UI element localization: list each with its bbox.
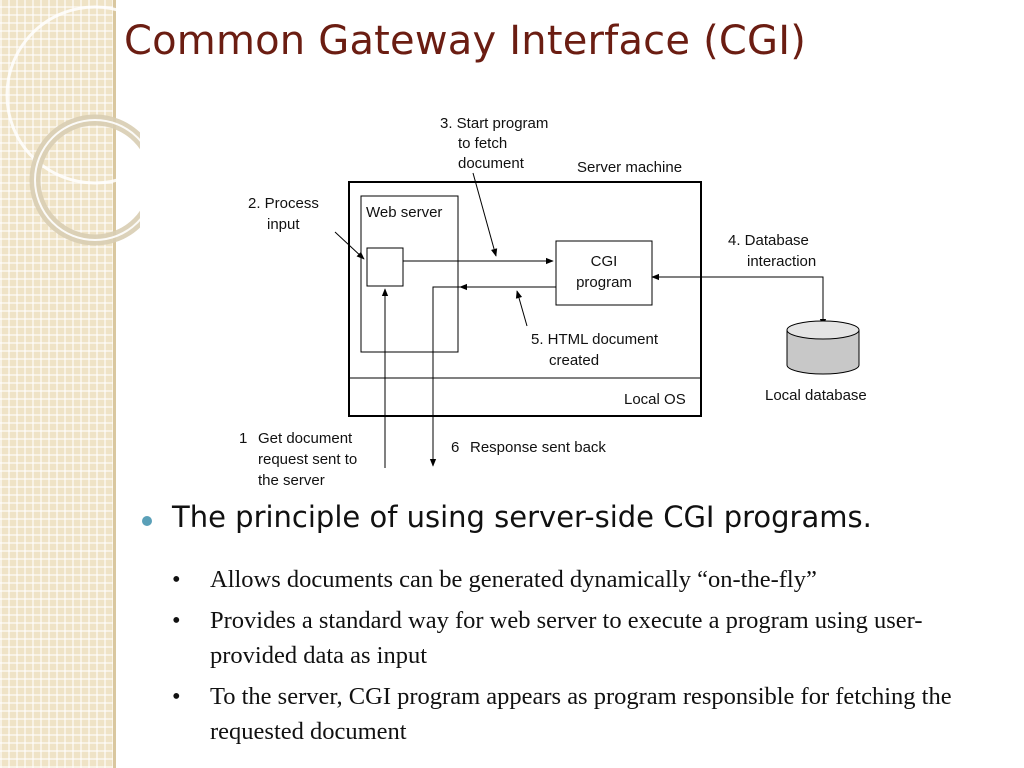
local-os-label: Local OS xyxy=(624,391,686,408)
sub-bullet-marker: • xyxy=(172,683,181,710)
decorative-rings xyxy=(5,5,140,246)
bullet-dot-icon xyxy=(142,516,152,526)
step3-label-line1: 3. Start program xyxy=(440,115,548,132)
sub-bullet-list: • Allows documents can be generated dyna… xyxy=(172,562,992,755)
local-database-label: Local database xyxy=(765,387,867,404)
response-arrow xyxy=(429,286,460,467)
sub-bullet-item: • Allows documents can be generated dyna… xyxy=(172,562,992,597)
step5-pointer xyxy=(515,290,528,327)
step1-label-line3: the server xyxy=(258,472,325,489)
step5-label-line2: created xyxy=(549,352,599,369)
step1-label-line2: request sent to xyxy=(258,451,357,468)
step1-label-line1: Get document xyxy=(258,430,353,447)
web-server-box xyxy=(360,195,459,353)
step2-pointer xyxy=(334,231,365,260)
process-box xyxy=(366,247,404,287)
cgi-diagram: Server machine Local OS Web server CGI p… xyxy=(239,115,867,489)
server-machine-label: Server machine xyxy=(577,159,682,176)
main-bullet-text: The principle of using server-side CGI p… xyxy=(172,500,872,534)
step6-number: 6 xyxy=(451,439,459,456)
sub-bullet-marker: • xyxy=(172,566,181,593)
step6-label: Response sent back xyxy=(470,439,606,456)
sub-bullet-text: Allows documents can be generated dynami… xyxy=(210,566,817,593)
slide-title: Common Gateway Interface (CGI) xyxy=(124,18,807,64)
database-arrow xyxy=(651,273,827,327)
step3-label-line3: document xyxy=(458,155,525,172)
step3-pointer xyxy=(472,172,498,257)
step2-label-line2: input xyxy=(267,216,300,233)
database-icon xyxy=(786,320,860,375)
step1-number: 1 xyxy=(239,430,247,447)
step5-label-line1: 5. HTML document xyxy=(531,331,659,348)
cgi-program-box xyxy=(555,240,653,306)
step2-label-line1: 2. Process xyxy=(248,195,319,212)
sub-bullet-text: To the server, CGI program appears as pr… xyxy=(210,683,952,745)
web-server-label: Web server xyxy=(366,204,442,221)
step4-label-line1: 4. Database xyxy=(728,232,809,249)
cgi-program-label-line1: CGI xyxy=(591,253,618,270)
cgi-program-label-line2: program xyxy=(576,274,632,291)
sub-bullet-item: • Provides a standard way for web server… xyxy=(172,603,992,673)
sub-bullet-item: • To the server, CGI program appears as … xyxy=(172,679,992,749)
step4-label-line2: interaction xyxy=(747,253,816,270)
step3-label-line2: to fetch xyxy=(458,135,507,152)
side-strip-border xyxy=(113,0,116,768)
sub-bullet-text: Provides a standard way for web server t… xyxy=(210,607,923,669)
sub-bullet-marker: • xyxy=(172,607,181,634)
